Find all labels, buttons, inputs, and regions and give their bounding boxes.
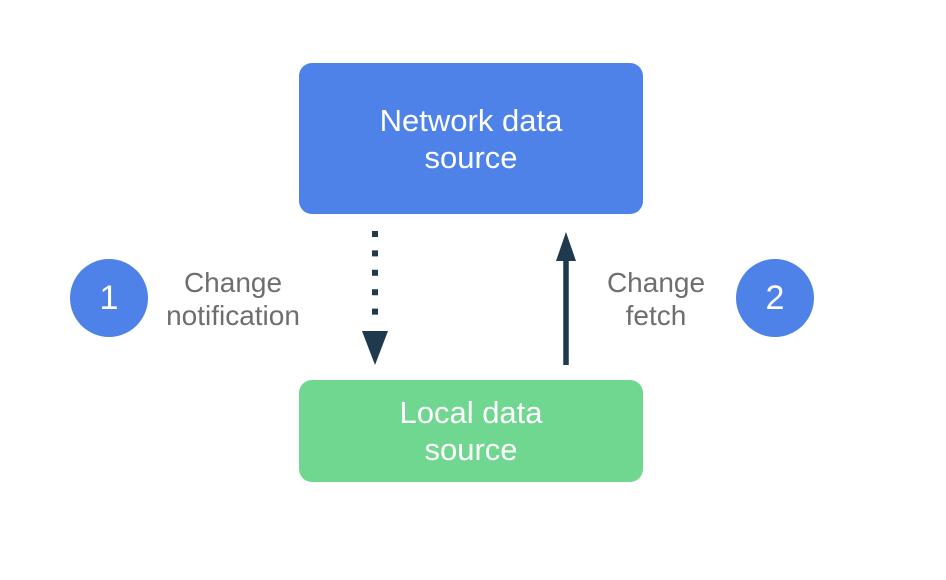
network-data-source-node: Network data source bbox=[299, 63, 643, 214]
change-fetch-arrowhead-icon bbox=[556, 232, 576, 261]
step-1-number: 1 bbox=[99, 279, 119, 317]
network-node-label: Network data source bbox=[379, 102, 563, 175]
change-fetch-label: Change fetch bbox=[606, 267, 706, 331]
local-data-source-node: Local data source bbox=[299, 380, 643, 482]
change-notification-arrowhead-icon bbox=[362, 331, 388, 365]
change-notification-label: Change notification bbox=[166, 267, 300, 331]
step-1-badge: 1 bbox=[70, 259, 148, 337]
step-2-badge: 2 bbox=[736, 259, 814, 337]
change-notification-arrow bbox=[362, 231, 388, 365]
local-node-label: Local data source bbox=[399, 395, 543, 467]
step-2-number: 2 bbox=[765, 279, 785, 317]
